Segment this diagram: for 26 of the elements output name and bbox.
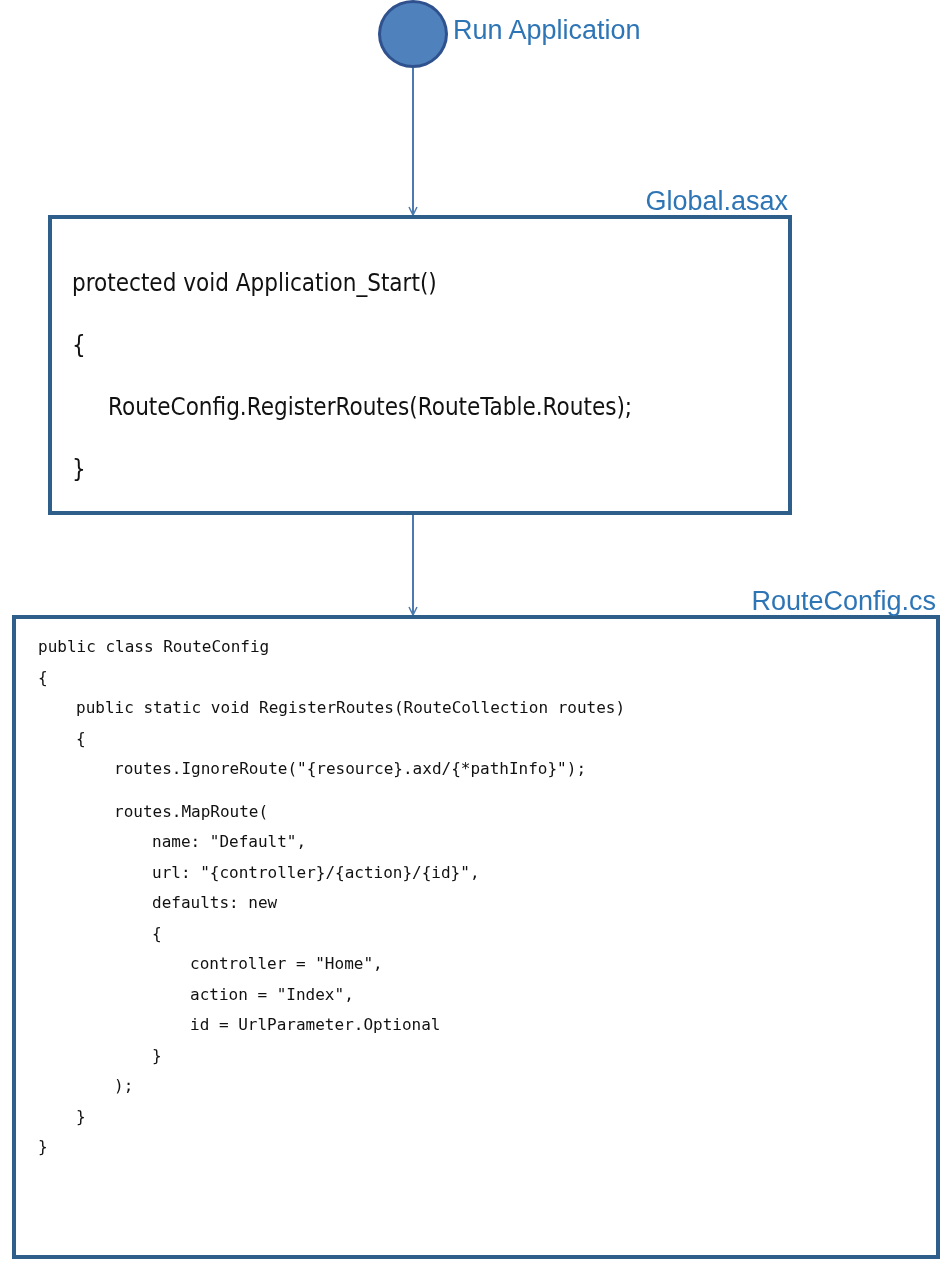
code-line: RouteConfig.RegisterRoutes(RouteTable.Routes);: [108, 393, 633, 421]
code-line: name: "Default",: [152, 832, 307, 851]
code-line: {: [38, 667, 48, 687]
code-line: {: [72, 331, 86, 359]
code-line: url: "{controller}/{action}/{id}",: [152, 862, 480, 882]
code-line: }: [76, 1106, 86, 1126]
code-line: {: [76, 728, 86, 748]
code-line: {: [152, 923, 162, 943]
code-line: }: [38, 1137, 48, 1156]
code-line: public class RouteConfig: [38, 637, 270, 656]
code-line: );: [114, 1076, 134, 1095]
arrow: [408, 514, 418, 616]
code-line: controller = "Home",: [190, 954, 383, 973]
code-line: action = "Index",: [190, 984, 354, 1004]
code-line: routes.IgnoreRoute("{resource}.axd/{*pathInfo}");: [114, 759, 586, 778]
step-label: Run Application: [453, 15, 641, 46]
code-line: protected void Application_Start(): [72, 269, 437, 297]
code-line: id = UrlParameter.Optional: [190, 1015, 441, 1034]
arrow: [408, 67, 418, 216]
code-line: public static void RegisterRoutes(RouteCollection routes): [76, 698, 626, 717]
code-line: defaults: new: [152, 893, 278, 912]
code-line: routes.MapRoute(: [114, 801, 269, 821]
file-name-label: Global.asax: [645, 186, 788, 217]
code-line: }: [152, 1045, 162, 1065]
code-line: }: [72, 455, 86, 483]
file-name-label: RouteConfig.cs: [751, 586, 936, 617]
